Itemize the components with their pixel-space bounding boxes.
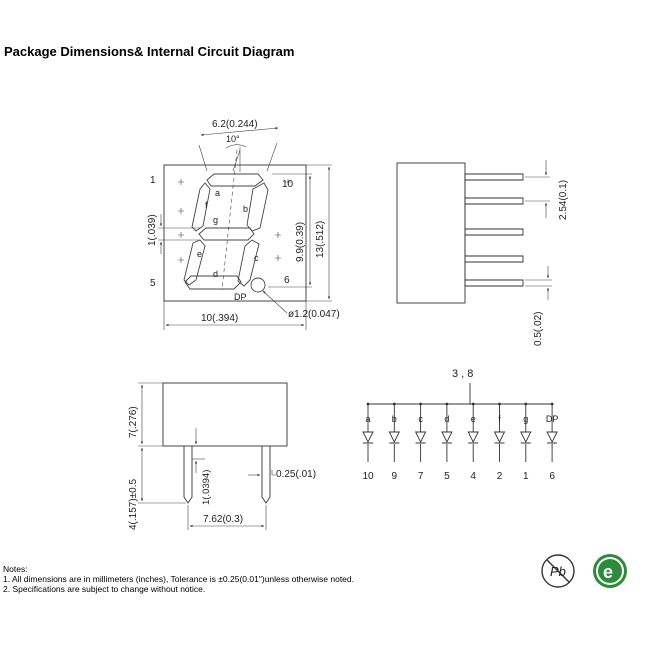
seven-segment-digit [183,173,269,290]
diode-icon [414,431,427,444]
junction-dot [471,402,475,406]
dim-slant-angle: 10° [226,134,240,144]
circuit-column-f: f2 [493,402,506,482]
segment-name: b [392,414,397,424]
dim-height-digit: 9.9(0.39) [295,222,306,262]
bottom-pins [183,446,271,504]
segment-a-outline [206,173,264,187]
common-pins-label: 3 , 8 [452,368,473,380]
dim-pin-pitch: 2.54(0.1) [558,180,569,220]
dim-height-body: 13(.512) [315,221,326,258]
segment-g-outline [198,227,255,241]
segment-name: a [365,414,370,424]
diode-icon [546,431,558,444]
circuit-column-a: a 10 [362,402,374,482]
dim-pin-thickness: 0.5(.02) [533,312,544,346]
dim-standoff: 1(.0394) [201,470,212,505]
segment-label-dp: DP [234,292,247,302]
diode-icon [467,431,479,444]
dim-pin-size: 0.25(.01) [276,469,316,480]
segment-name: d [444,414,449,424]
segment-label-g: g [213,215,218,225]
side-pins [464,173,524,287]
junction-dot [445,402,449,406]
segment-label-a: a [215,188,220,198]
diode-icon [362,431,374,444]
pin-number: 7 [418,471,424,482]
rohs-label: e [603,562,613,582]
segment-label-d: d [213,269,218,279]
pin-cross-marks [178,179,291,263]
segment-label-b: b [243,204,248,214]
pin-label-1: 1 [150,175,156,186]
notes-heading: Notes: [3,564,28,574]
circuit-column-dp: DP 6 [546,402,559,482]
dp-dot-outline [250,277,266,293]
diode-icon [493,431,506,444]
segment-name: DP [546,414,559,424]
pin-number: 2 [497,471,503,482]
bottom-view: 7(.276) 4(.157)±0.5 1(.0394) 0.25(.01) 7… [128,382,316,530]
diode-icon [520,431,532,444]
segment-name: e [471,414,476,424]
segment-name: f [498,414,501,424]
segment-b-outline [246,182,269,232]
segment-c-outline [237,239,260,287]
pin-number: 10 [362,471,374,482]
circuit-column-d: d5 [441,402,453,482]
compliance-logos: Pb e [541,554,627,588]
dim-width-body: 10(.394) [201,313,238,324]
pin-number: 5 [444,471,450,482]
dim-seg-width: 1(.039) [147,214,158,246]
junction-dot [498,402,501,406]
junction-dot [524,402,528,406]
pb-free-label: Pb [550,564,566,579]
junction-dot [419,402,422,406]
circuit-column-c: c7 [414,402,427,482]
segment-d-outline [184,275,242,290]
page-title: Package Dimensions& Internal Circuit Dia… [4,44,295,59]
note-line-2: 2. Specifications are subject to change … [3,584,206,594]
pin-number: 6 [549,471,555,482]
dim-dp-diameter: ø1.2(0.047) [288,309,340,320]
segment-name: g [523,414,528,424]
diode-icon [388,431,401,444]
junction-dot [392,402,396,406]
segment-label-f: f [205,200,208,210]
circuit-column-b: b9 [388,402,401,482]
side-body-outline [396,162,466,304]
rohs-icon: e [593,554,627,588]
dim-width-top: 6.2(0.244) [212,119,258,130]
pin-number: 9 [392,471,398,482]
dim-bottom-height: 7(.276) [128,406,139,438]
pin-label-6: 6 [284,275,290,286]
segment-f-outline [191,182,211,232]
pin-label-5: 5 [150,278,156,289]
front-view: a b c d e f g DP 1 5 10 6 6.2(0.244) 10°… [147,119,340,330]
diode-icon [441,431,453,444]
dim-pin-length: 4(.157)±0.5 [128,478,139,530]
pb-free-icon: Pb [541,554,575,588]
bottom-body-outline [162,382,288,447]
junction-dot [366,402,370,406]
junction-dot [550,402,554,406]
segment-e-outline [183,239,206,286]
circuit-column-e: e4 [467,402,479,482]
segment-name: c [418,414,423,424]
pin-number: 4 [470,471,476,482]
circuit-column-g: g1 [520,402,532,482]
pin-label-10: 10 [282,179,294,190]
dim-row-spacing: 7.62(0.3) [203,514,243,525]
notes-block: Notes: 1. All dimensions are in millimet… [3,564,354,594]
segment-label-e: e [197,249,202,259]
segment-label-c: c [254,253,259,263]
note-line-1: 1. All dimensions are in millimeters (in… [3,574,354,584]
side-view: 2.54(0.1) 0.5(.02) [396,160,569,346]
pin-number: 1 [523,471,529,482]
